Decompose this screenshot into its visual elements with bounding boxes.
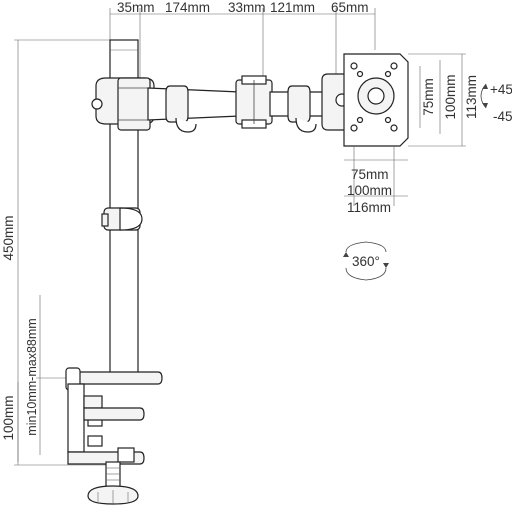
plate-vertical-lines — [408, 53, 466, 147]
plate-horizontal-lines — [344, 146, 408, 206]
dim-plate-100mm-h: 100mm — [347, 183, 392, 198]
dim-174mm: 174mm — [165, 0, 210, 15]
top-dimension-lines — [109, 8, 376, 80]
dim-65mm: 65mm — [331, 0, 369, 15]
dim-plate-75mm-h: 75mm — [351, 167, 389, 182]
dim-100mm-clamp: 100mm — [1, 395, 16, 440]
desk-clamp — [65, 367, 163, 505]
dim-121mm: 121mm — [270, 0, 315, 15]
dim-35mm: 35mm — [117, 0, 155, 15]
tilt-minus-label: -45 — [493, 109, 512, 124]
vesa-plate — [343, 53, 409, 147]
dim-plate-75mm-v: 75mm — [421, 78, 436, 116]
arm-assembly — [91, 73, 353, 133]
dim-450mm: 450mm — [1, 215, 16, 260]
clamp-range-line — [36, 295, 70, 455]
dim-plate-100mm-v: 100mm — [443, 74, 458, 119]
dim-plate-116mm-h: 116mm — [347, 200, 391, 215]
rotation-360-label: 360° — [352, 254, 380, 269]
dim-clamp-range: min10mm-max88mm — [25, 318, 39, 435]
tilt-arrows-icon — [480, 83, 488, 109]
tilt-plus-label: +45 — [490, 82, 512, 97]
rotation-indicator-icon — [343, 241, 389, 281]
dim-33mm: 33mm — [228, 0, 266, 15]
pole-collar — [101, 207, 143, 231]
dim-plate-113mm-v: 113mm — [464, 75, 479, 119]
